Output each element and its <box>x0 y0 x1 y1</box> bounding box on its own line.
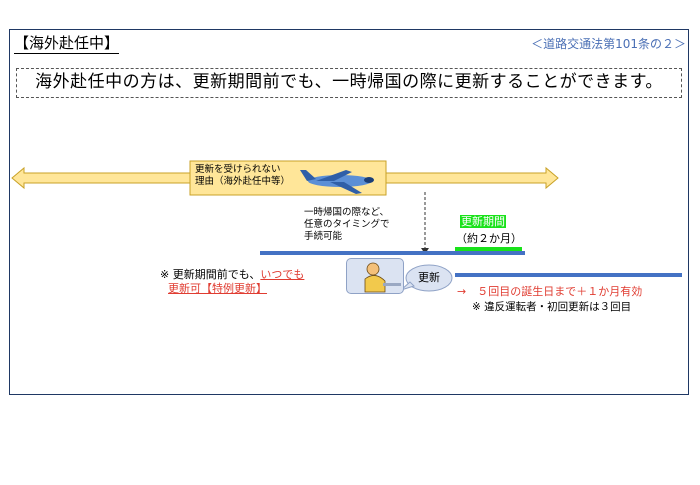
validity-note: → ５回目の誕生日まで＋１か月有効 <box>457 285 643 298</box>
content-frame <box>9 29 689 395</box>
temporary-return-note: 一時帰国の際など、 任意のタイミングで 手続可能 <box>304 207 390 242</box>
renewal-period-label: 更新期間 <box>460 215 506 228</box>
person-writing-icon <box>346 258 404 294</box>
reason-text: 更新を受けられない 理由（海外赴任中等） <box>195 164 291 187</box>
legal-reference: ＜道路交通法第101条の２＞ <box>531 37 686 51</box>
airplane-icon <box>300 170 374 194</box>
renewal-bubble-label: 更新 <box>418 271 440 284</box>
renewal-period-length: （約２か月） <box>456 232 522 245</box>
violator-note: ※ 違反運転者・初回更新は３回目 <box>472 301 632 313</box>
page-title: 【海外赴任中】 <box>14 34 120 54</box>
notice-box: 海外赴任中の方は、更新期間前でも、一時帰国の際に更新することができます。 <box>16 68 682 98</box>
speech-bubble-icon <box>400 264 453 292</box>
special-renewal-note: ※ 更新期間前でも、いつでも 更新可【特例更新】 <box>160 268 305 295</box>
